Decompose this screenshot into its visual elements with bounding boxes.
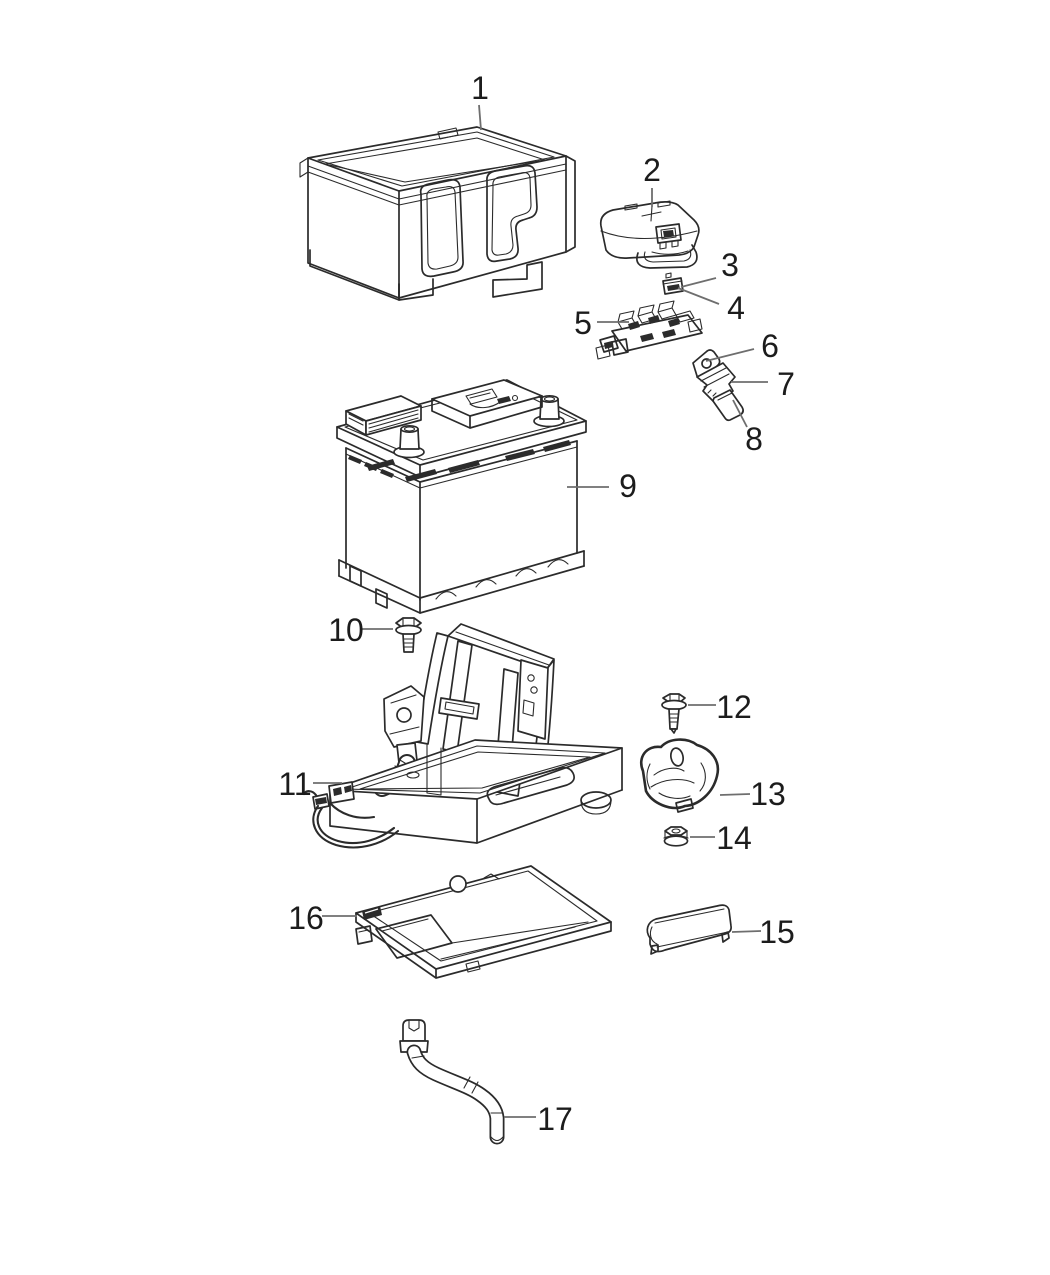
callout-2: 2 [643,152,661,207]
part-11-battery-tray-assembly-drawing [302,623,623,849]
callout-4-leader-line [677,287,720,305]
callout-13: 13 [719,776,786,812]
battery-positive-post [533,394,565,428]
callout-17: 17 [504,1101,573,1137]
battery-label-block [345,395,422,436]
part-3-clip-drawing [662,272,684,295]
part-12-bolt-drawing [661,693,687,734]
callout-14-number: 14 [716,820,752,856]
part-5-fuse-block-drawing [595,300,703,360]
callout-4: 4 [677,287,745,326]
part-16-flat-tray-drawing [355,865,612,979]
callout-3: 3 [680,247,739,288]
callout-7: 7 [731,366,795,402]
callout-8-leader-line [732,399,748,428]
callout-9-number: 9 [619,468,637,504]
part-9-battery-drawing [336,379,587,614]
callout-15-leader-line [731,930,762,933]
callout-12: 12 [688,689,752,725]
part-13-holddown-bracket-drawing [640,738,720,813]
callout-1-leader-line [478,104,482,131]
callout-3-number: 3 [721,247,739,283]
battery-negative-post [393,424,425,459]
part-14-nut-drawing [663,826,689,847]
callout-1-number: 1 [471,70,489,106]
callout-6-leader-line [705,348,755,362]
callout-14: 14 [690,820,752,856]
callout-12-number: 12 [716,689,752,725]
callout-7-number: 7 [777,366,795,402]
part-1-battery-cover-drawing [299,126,576,301]
callout-2-number: 2 [643,152,661,188]
part-15-cover-drawing [646,904,732,955]
callout-15: 15 [731,914,795,950]
callout-5-number: 5 [574,305,592,341]
callout-10: 10 [328,612,393,648]
callout-16-number: 16 [288,900,324,936]
part-17-vent-hose-drawing [399,1019,505,1145]
callout-6-number: 6 [761,328,779,364]
callout-9: 9 [567,468,637,504]
callout-8-number: 8 [745,421,763,457]
callout-17-number: 17 [537,1101,573,1137]
part-10-bolt-drawing [395,617,422,653]
callout-11-number: 11 [278,766,311,802]
part-6-7-8-terminal-clamp-drawing [692,349,744,422]
callout-15-number: 15 [759,914,795,950]
callout-11: 11 [278,766,342,802]
callout-3-leader-line [680,277,717,288]
callout-5: 5 [574,305,629,341]
callout-4-number: 4 [727,290,745,326]
callout-6: 6 [705,328,779,364]
callout-16: 16 [288,900,357,936]
callout-10-number: 10 [328,612,364,648]
callout-13-leader-line [719,793,751,796]
callout-13-number: 13 [750,776,786,812]
part-2-terminal-cover-drawing [599,200,700,269]
callout-1: 1 [471,70,489,131]
callout-8: 8 [732,399,763,457]
